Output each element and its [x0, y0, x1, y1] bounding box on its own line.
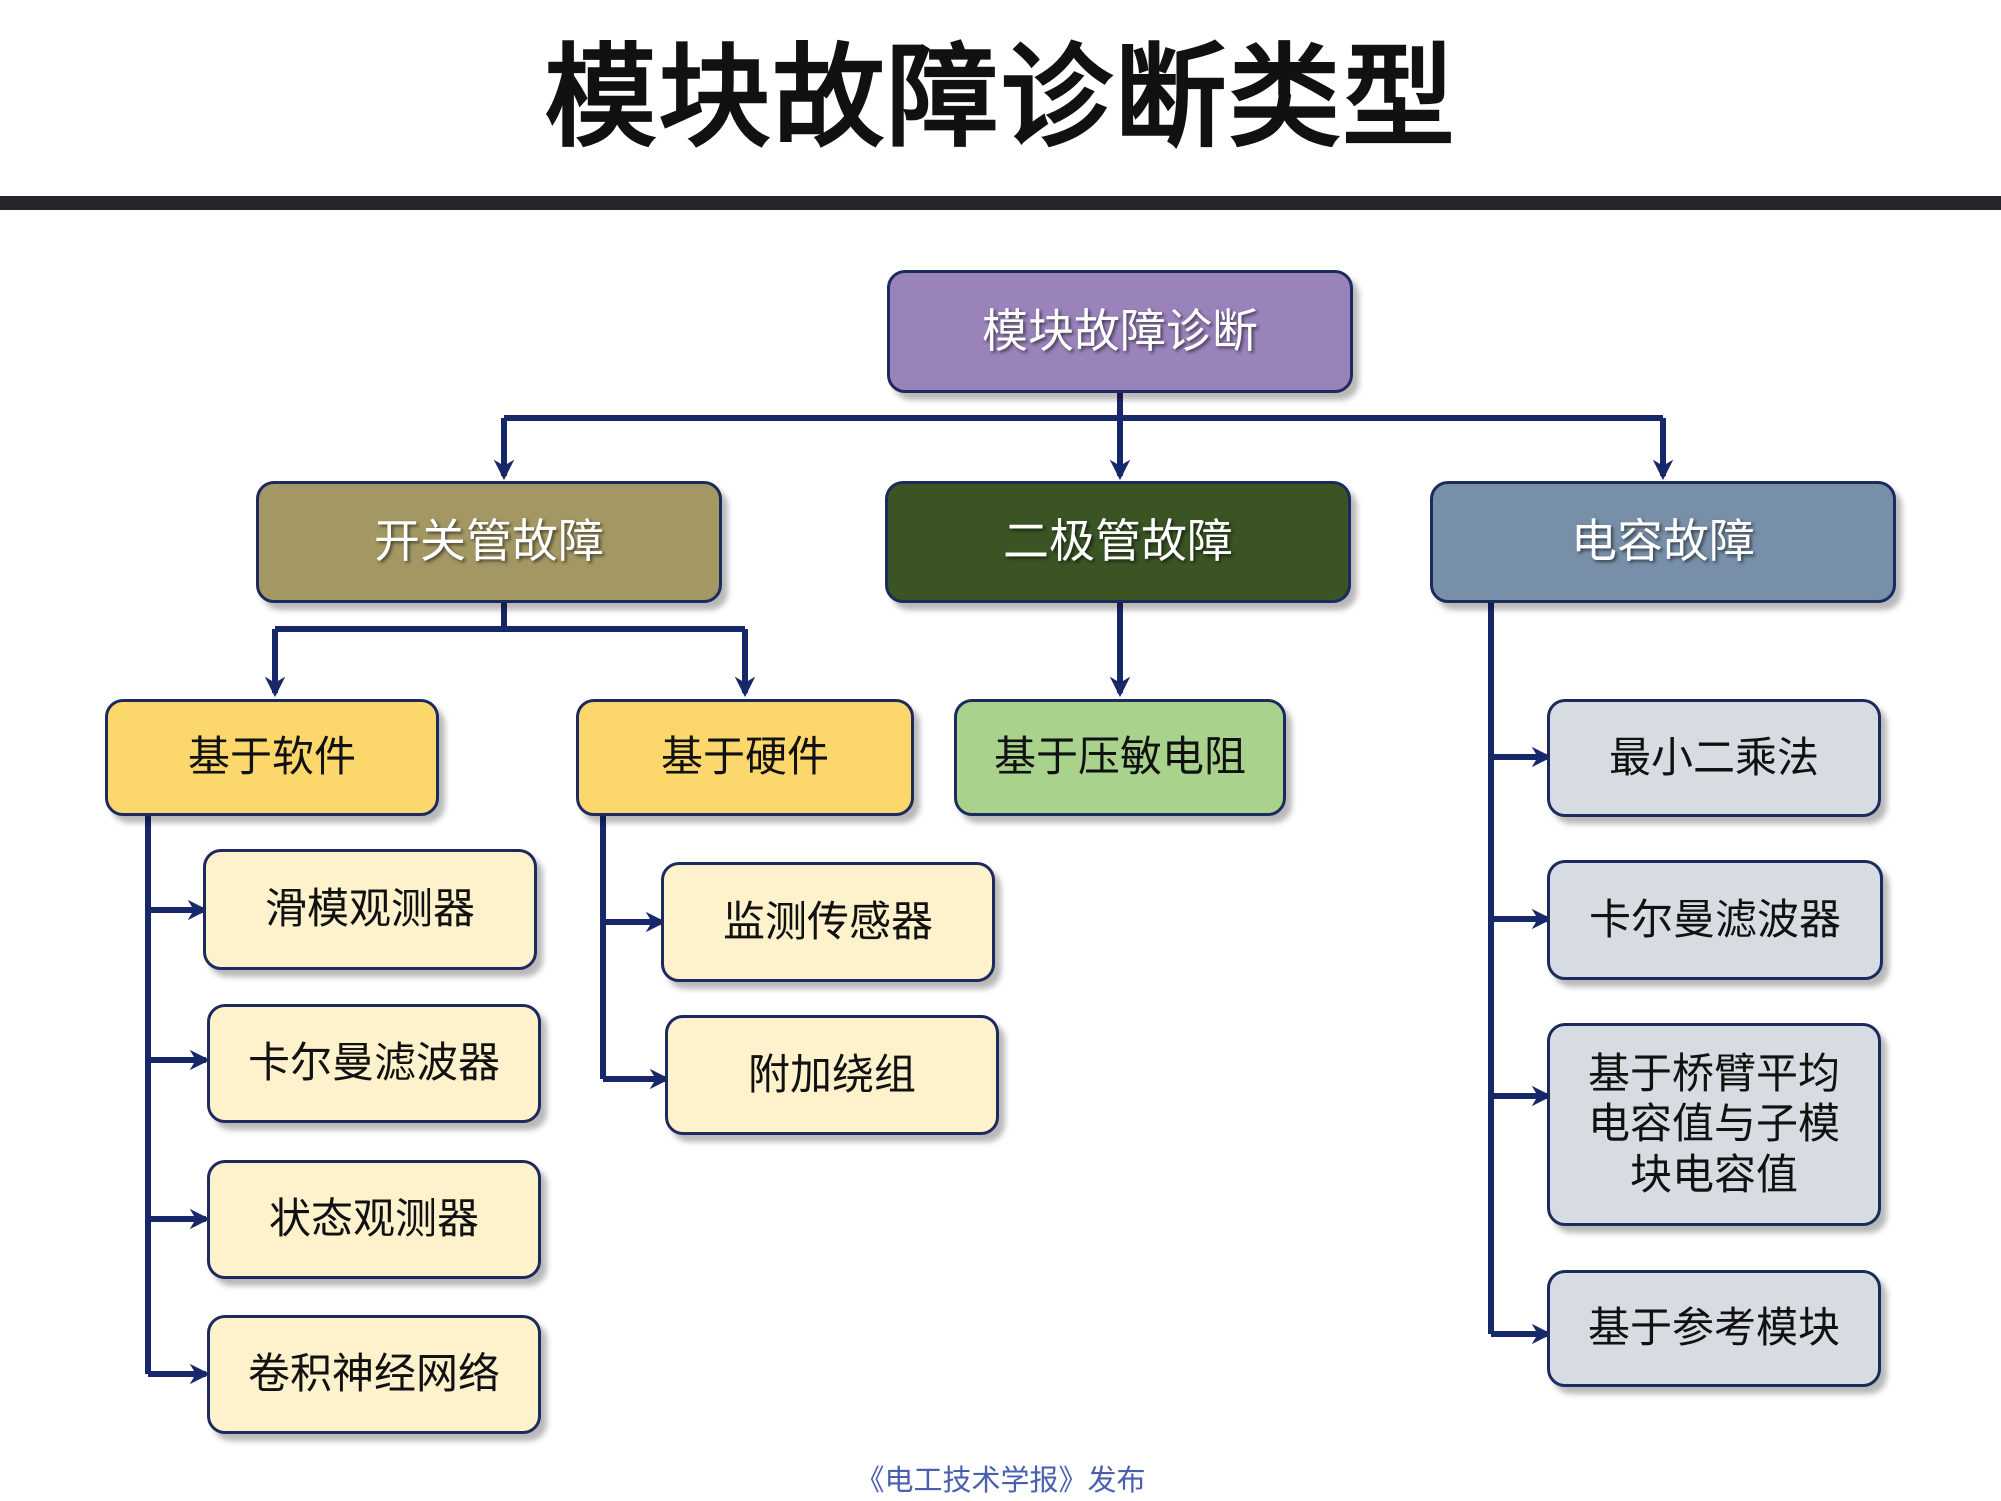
title-divider — [0, 196, 2001, 210]
method-arm-average-capacitance: 基于桥臂平均电容值与子模块电容值 — [1547, 1023, 1881, 1226]
software-based-node: 基于软件 — [105, 699, 439, 816]
page-title: 模块故障诊断类型 — [544, 33, 1457, 163]
method-least-squares: 最小二乘法 — [1547, 699, 1881, 817]
method-convolutional-neural-network: 卷积神经网络 — [207, 1315, 541, 1434]
hardware-based-node: 基于硬件 — [576, 699, 914, 816]
method-auxiliary-winding: 附加绕组 — [665, 1015, 999, 1135]
method-sliding-mode-observer: 滑模观测器 — [203, 849, 537, 970]
method-monitoring-sensor: 监测传感器 — [661, 862, 995, 982]
varistor-based-node: 基于压敏电阻 — [954, 699, 1286, 816]
capacitor-fault-node: 电容故障 — [1430, 481, 1896, 603]
method-kalman-filter-software: 卡尔曼滤波器 — [207, 1004, 541, 1123]
method-state-observer: 状态观测器 — [207, 1160, 541, 1279]
switch-fault-node: 开关管故障 — [256, 481, 722, 603]
method-reference-module: 基于参考模块 — [1547, 1270, 1881, 1387]
root-node: 模块故障诊断 — [887, 270, 1353, 393]
method-kalman-filter-capacitor: 卡尔曼滤波器 — [1547, 860, 1883, 980]
publisher-footer: 《电工技术学报》发布 — [855, 1463, 1146, 1497]
diode-fault-node: 二极管故障 — [885, 481, 1351, 603]
